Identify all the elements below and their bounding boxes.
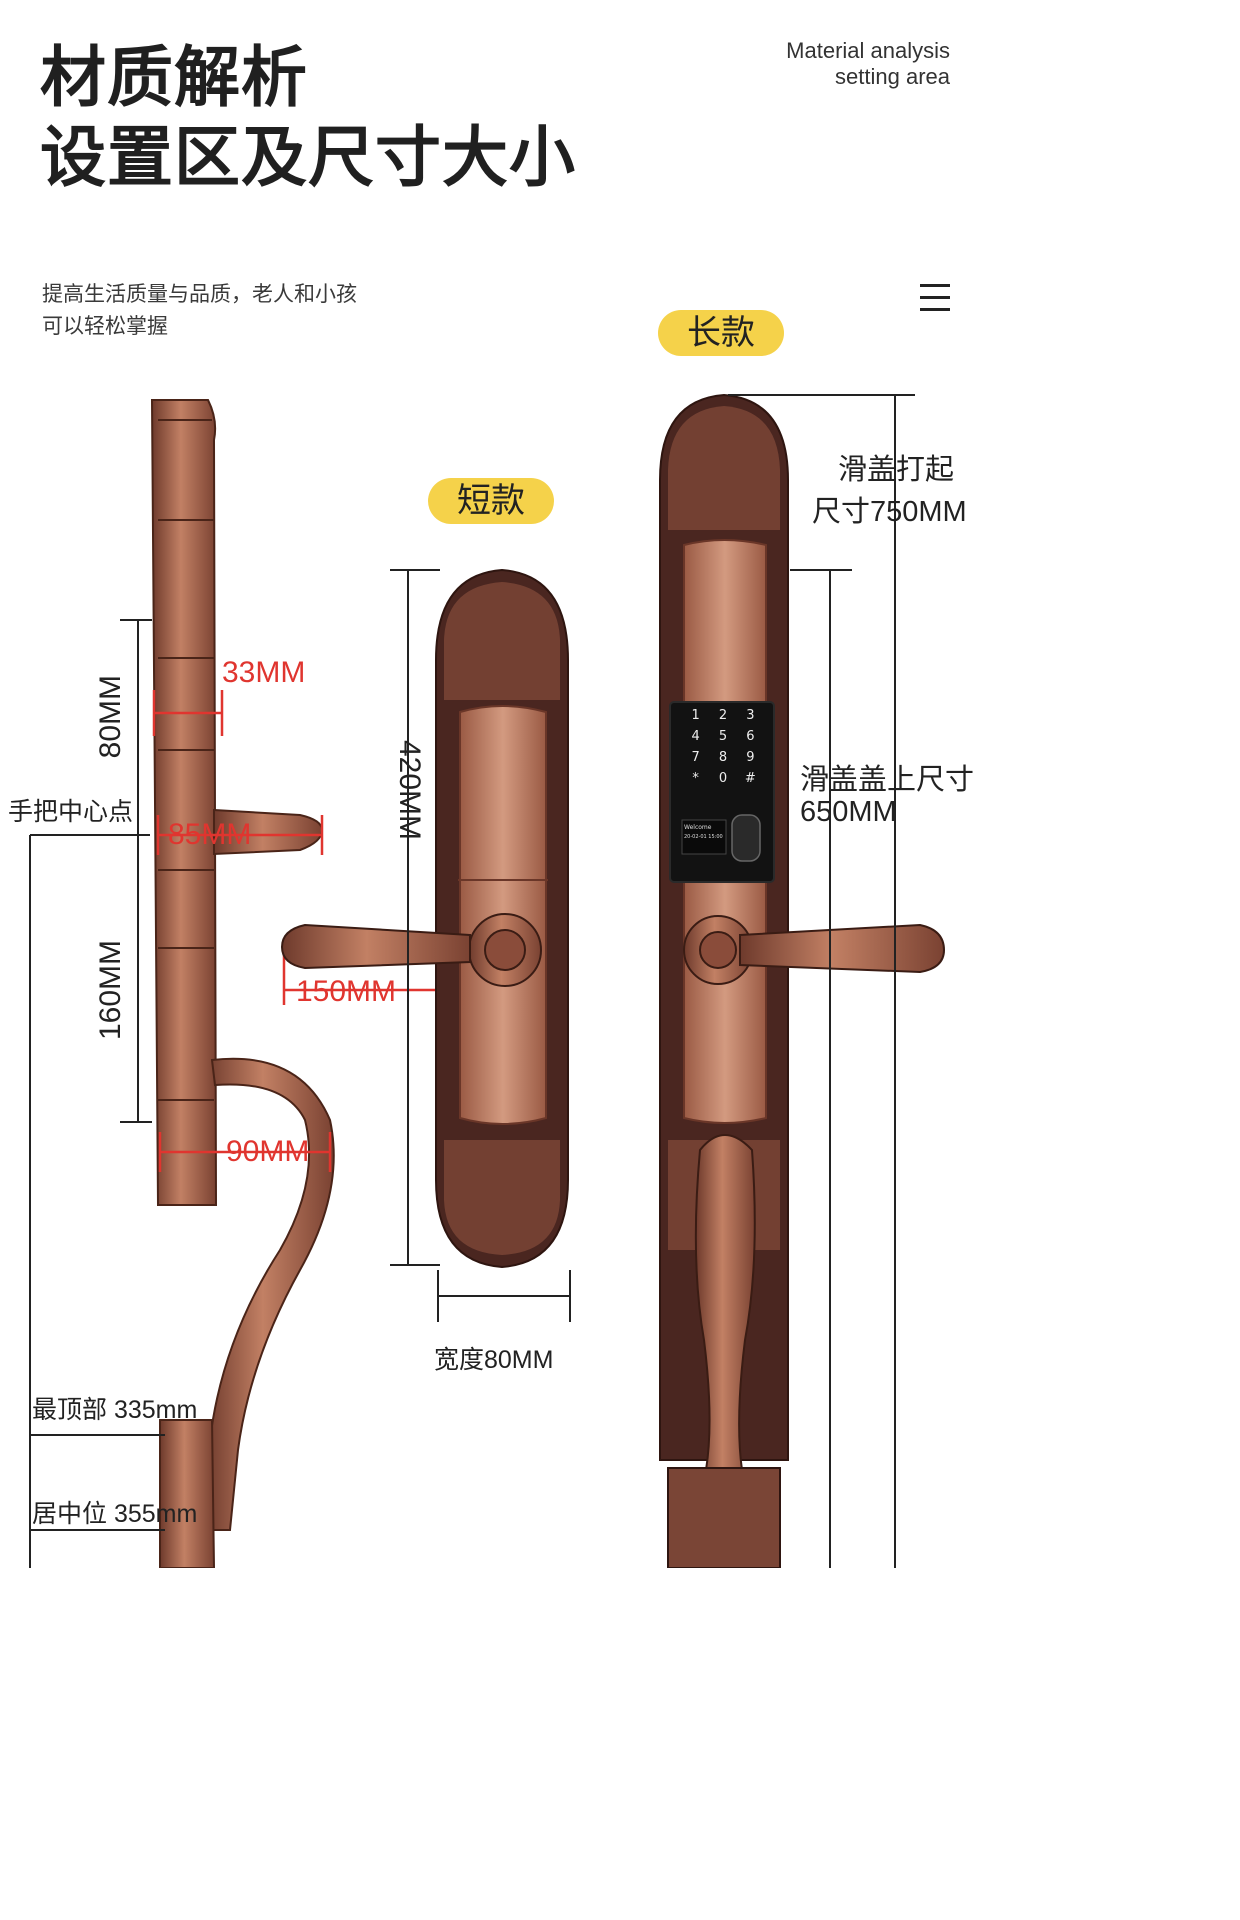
keypad-key[interactable]: # [744, 771, 756, 786]
long-model-tag: 长款 [658, 310, 784, 356]
hamburger-menu-icon[interactable] [920, 282, 950, 311]
dimension-80mm: 80MM [94, 675, 127, 759]
keypad-key[interactable]: 6 [746, 729, 755, 744]
closed-size-label-line1: 滑盖盖上尺寸 [800, 764, 975, 796]
page-title-line2: 设置区及尺寸大小 [40, 119, 576, 196]
lift-size-label-line1: 滑盖打起 [838, 454, 955, 486]
lift-size-label-line2: 尺寸750MM [812, 496, 967, 528]
subtitle-line1: 提高生活质量与品质，老人和小孩 [42, 282, 357, 306]
keypad-key[interactable]: 0 [718, 771, 728, 786]
dimension-150mm: 150MM [296, 975, 397, 1008]
handle-center-label: 手把中心点 [8, 798, 134, 826]
dimension-90mm: 90MM [226, 1135, 310, 1168]
keypad-key[interactable]: 1 [691, 708, 700, 723]
subtitle-line2: 可以轻松掌握 [42, 314, 168, 338]
short-height-420mm: 420MM [393, 740, 426, 841]
keypad-key[interactable]: 7 [691, 750, 700, 765]
page-title-line1: 材质解析 [40, 39, 308, 116]
keypad-key[interactable]: 4 [691, 729, 700, 744]
lock-illustration [29, 393, 946, 1568]
keypad-key[interactable]: 5 [718, 729, 728, 744]
dimension-160mm: 160MM [94, 940, 127, 1041]
keypad-key[interactable]: 3 [746, 708, 755, 723]
keypad[interactable]: 1 2 3 4 5 6 7 8 9 * 0 # [682, 708, 764, 786]
short-model-lock [280, 568, 569, 1269]
keypad-key[interactable]: 8 [718, 750, 728, 765]
closed-size-label-line2: 650MM [800, 796, 897, 828]
dimension-33mm: 33MM [222, 656, 306, 689]
keypad-key[interactable]: 9 [746, 750, 755, 765]
keypad-key[interactable]: 2 [718, 708, 728, 723]
keypad-key[interactable]: * [692, 771, 699, 786]
short-width-label: 宽度80MM [434, 1346, 554, 1374]
long-model-lock [659, 393, 946, 1568]
top-height-label: 最顶部 335mm [32, 1396, 198, 1424]
side-view-lock [150, 399, 335, 1568]
short-model-tag: 短款 [428, 478, 554, 524]
dimension-85mm: 85MM [168, 818, 252, 851]
screen-welcome: Welcome [684, 824, 712, 831]
english-title-line1: Material analysis [786, 38, 950, 63]
english-title-line2: setting area [835, 64, 950, 89]
screen-time: 20-02-01 15:00 [684, 834, 723, 840]
center-height-label: 居中位 355mm [32, 1500, 198, 1528]
